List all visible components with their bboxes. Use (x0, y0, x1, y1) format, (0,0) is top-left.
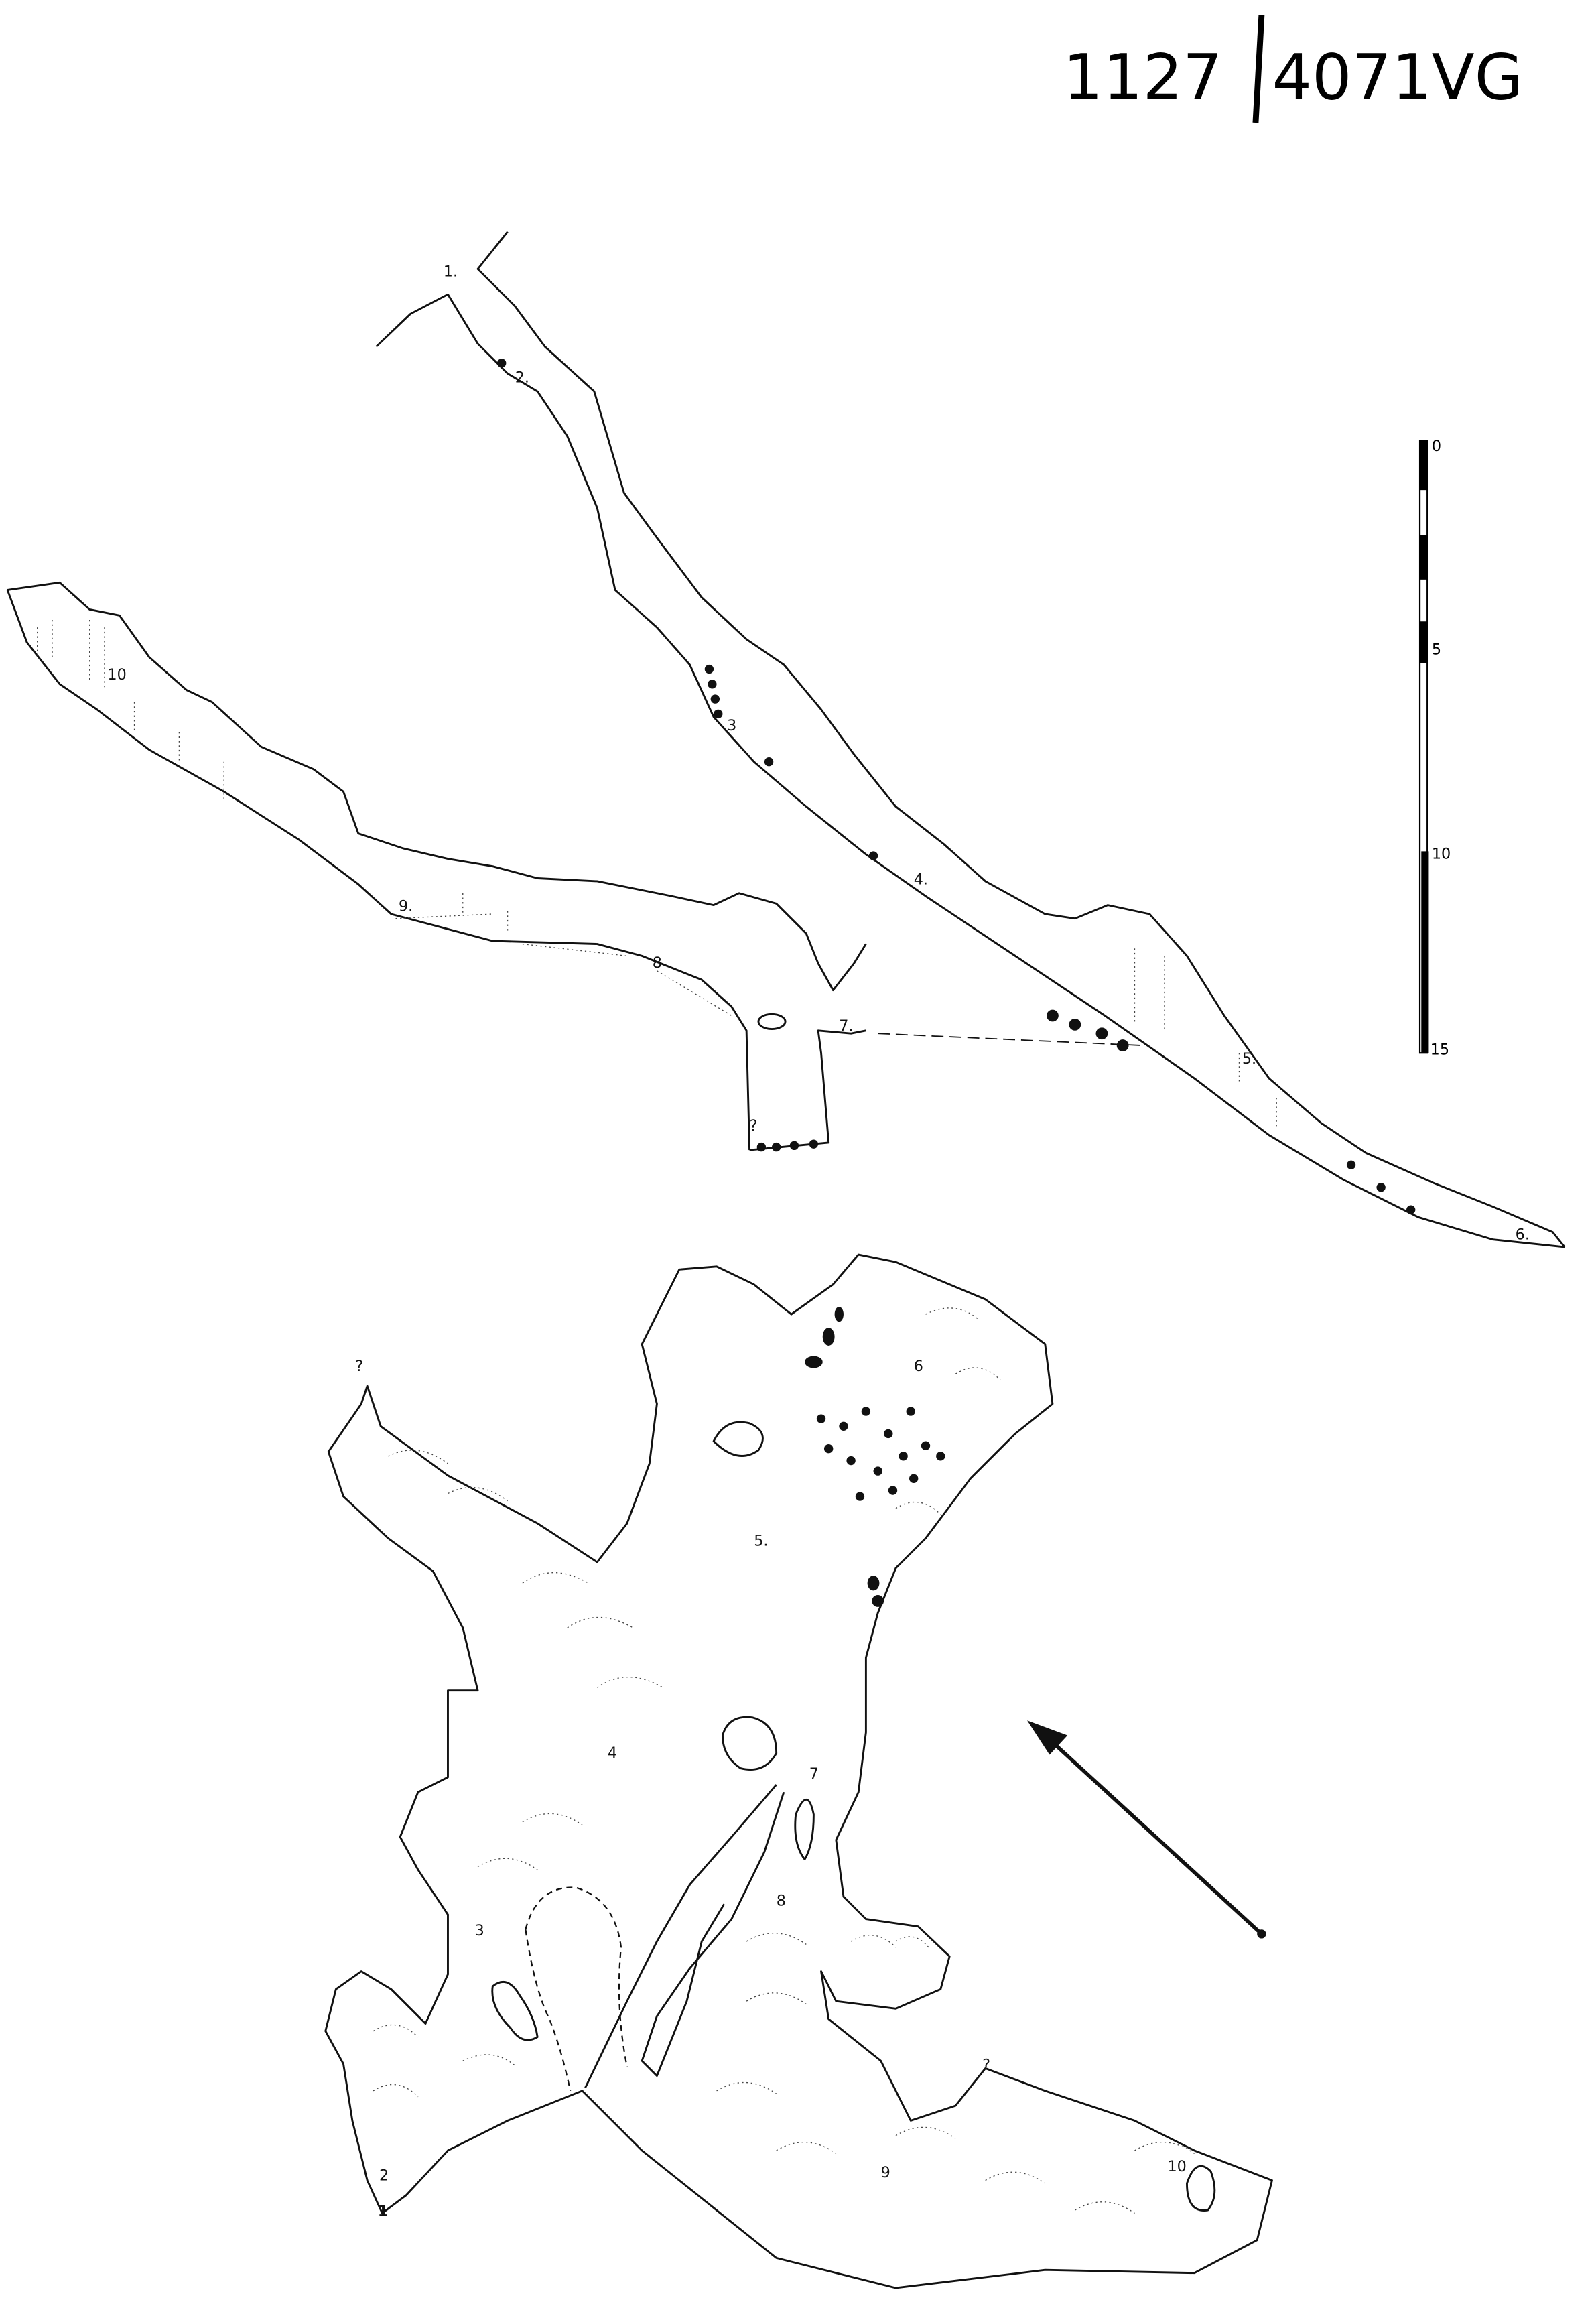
profile-station-1: 1. (444, 263, 458, 281)
north-arrow-icon (1027, 1720, 1068, 1755)
profile-station-10: 10 (107, 666, 126, 684)
scale-bar: 0 5 10 15 (1418, 438, 1451, 1058)
plan-inner-wall-right (641, 1791, 785, 2077)
profile-block (757, 1013, 787, 1031)
title-register-code: 4071VG (1272, 41, 1523, 114)
cave-plan-view: ? 6 5. 4 7 8 3 ? 2 1 9 10 (324, 1253, 1273, 2289)
scale-tick-0: 0 (1432, 438, 1441, 455)
cave-profile-section: 1. 2. 3 4. 5. 6. 7. 8 9. 10 ? (6, 231, 1566, 1248)
plan-station-3: 3 (475, 1922, 484, 1939)
profile-station-8: 8 (653, 954, 662, 972)
plan-station-6: 6 (914, 1358, 923, 1375)
plan-island-5 (712, 1421, 764, 1457)
profile-left-lower-wall (6, 589, 751, 1151)
profile-station-3: 3 (727, 717, 736, 734)
profile-station-9: 9. (399, 898, 413, 915)
north-arrow-tail (1257, 1929, 1266, 1939)
plan-station-4: 4 (608, 1744, 617, 1762)
profile-level-link (878, 1033, 1142, 1046)
plan-station-7: 7 (809, 1765, 819, 1783)
profile-lower-wall (375, 293, 1565, 1248)
plan-boulders (805, 1307, 945, 1607)
profile-station-7: 7. (839, 1017, 853, 1035)
plan-slope-hachures (373, 1307, 1195, 2214)
title-separator (1252, 15, 1265, 123)
plan-unknown-continuation-east: ? (982, 2057, 990, 2074)
survey-id-title: 1127 4071VG (1063, 15, 1523, 123)
plan-station-9: 9 (881, 2164, 890, 2181)
plan-unknown-continuation-north: ? (355, 1358, 363, 1375)
plan-island-4 (722, 1716, 778, 1771)
scale-tick-5: 5 (1432, 641, 1441, 658)
plan-north-arrow-line (1043, 1734, 1263, 1935)
profile-boulders (497, 359, 1416, 1214)
plan-station-1: 1 (378, 2203, 388, 2220)
plan-dashed-upper-level (525, 1886, 628, 2092)
profile-left-upper-wall (7, 581, 867, 992)
plan-island-10 (1186, 2165, 1216, 2212)
profile-formations (37, 620, 1277, 1128)
profile-unknown-continuation: ? (750, 1117, 758, 1135)
profile-station-4: 4. (914, 871, 928, 888)
profile-station-5: 5. (1242, 1050, 1256, 1068)
title-cave-number: 1127 (1063, 41, 1223, 114)
plan-station-5: 5. (754, 1533, 768, 1550)
profile-shaft-right (749, 1029, 866, 1151)
plan-island-7 (794, 1799, 815, 1860)
scale-tick-15: 15 (1431, 1041, 1449, 1058)
plan-station-10: 10 (1167, 2158, 1186, 2175)
plan-island-3 (491, 1980, 539, 2041)
scale-tick-10: 10 (1432, 846, 1451, 863)
profile-station-6: 6. (1516, 1226, 1530, 1244)
plan-station-8: 8 (777, 1893, 786, 1910)
plan-outline (324, 1253, 1273, 2289)
plan-station-2: 2 (379, 2167, 389, 2185)
profile-upper-wall (476, 231, 1566, 1248)
profile-station-2: 2. (515, 369, 529, 387)
